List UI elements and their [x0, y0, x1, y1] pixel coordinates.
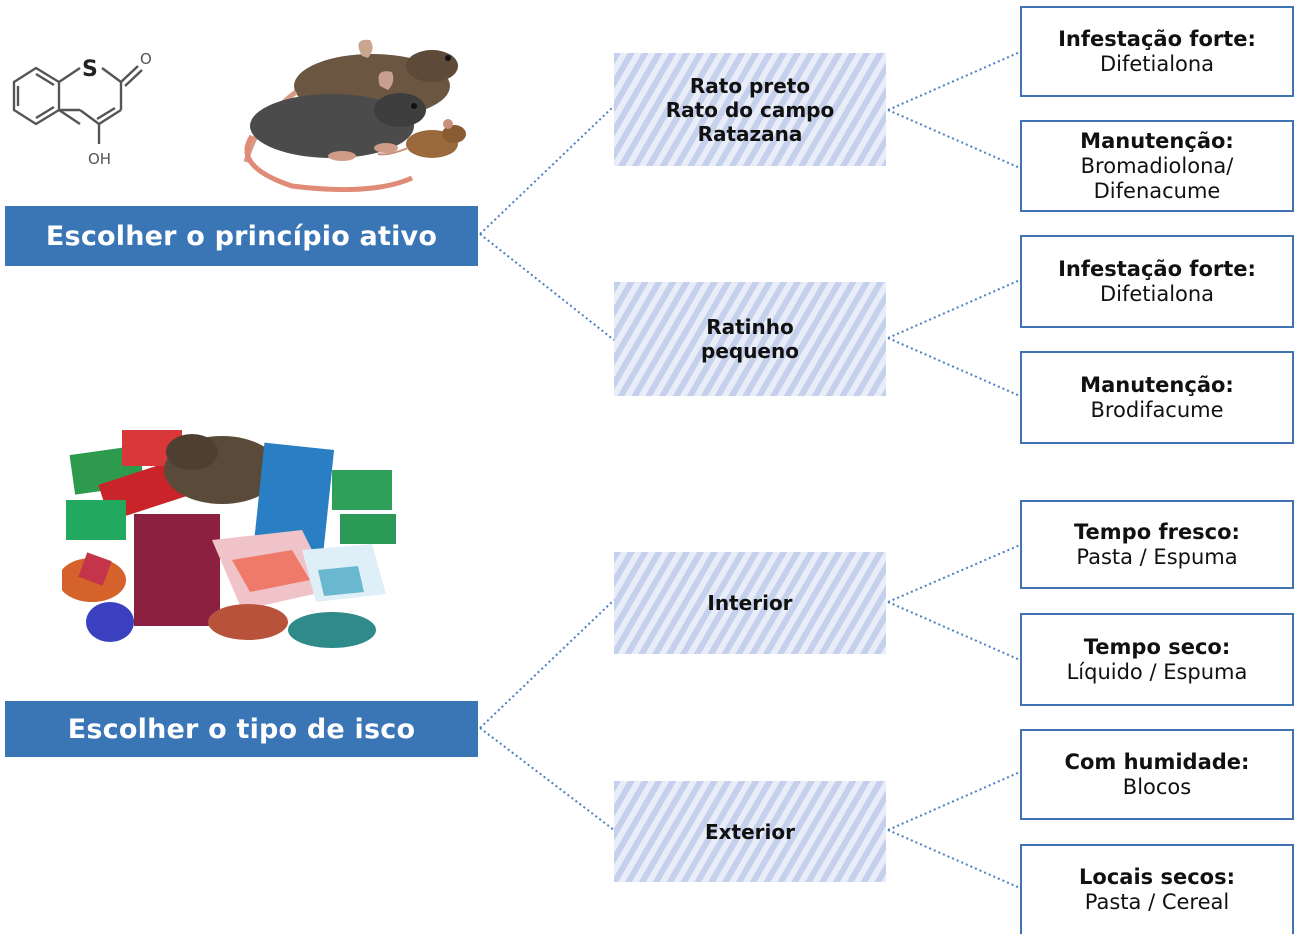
connector — [887, 109, 1021, 169]
result-value: Difenacume — [1093, 178, 1221, 203]
bait-products-photo — [62, 430, 396, 648]
section-title-active-ingredient: Escolher o princípio ativo — [5, 206, 478, 266]
result-box: Infestação forte: Difetialona — [1020, 6, 1294, 97]
rats-photo — [243, 39, 466, 192]
result-value: Pasta / Cereal — [1084, 890, 1230, 914]
result-title: Tempo fresco: — [1074, 519, 1240, 544]
connector — [887, 51, 1021, 111]
group-box-rat-species: Rato preto Rato do campo Ratazana — [614, 53, 886, 166]
connector — [479, 105, 615, 235]
result-value: Brodifacume — [1090, 397, 1224, 422]
result-title: Locais secos: — [1079, 865, 1235, 889]
result-title: Tempo seco: — [1083, 634, 1231, 659]
result-title: Manutenção: — [1080, 128, 1234, 153]
group-label-line: Exterior — [704, 819, 795, 844]
hydroxyl-group-label: OH — [88, 150, 111, 168]
result-value: Bromadiolona/ — [1080, 153, 1234, 178]
connector — [887, 771, 1021, 831]
result-title: Manutenção: — [1080, 372, 1234, 397]
result-value: Blocos — [1122, 774, 1192, 799]
result-box: Infestação forte: Difetialona — [1020, 235, 1294, 328]
oxygen-atom-label: O — [140, 50, 152, 68]
group-label-line: Ratazana — [697, 121, 803, 146]
group-label-line: Interior — [707, 591, 793, 615]
connector — [479, 599, 615, 729]
result-box: Com humidade: Blocos — [1020, 729, 1294, 820]
chemical-structure-image: S O OH — [12, 50, 152, 168]
connector — [887, 601, 1021, 661]
connector — [887, 337, 1021, 397]
group-label-line: pequeno — [701, 339, 799, 363]
group-box-small-mouse: Ratinho pequeno — [614, 282, 886, 396]
connector — [887, 829, 1021, 889]
result-box: Manutenção: Bromadiolona/ Difenacume — [1020, 120, 1294, 212]
result-box: Manutenção: Brodifacume — [1020, 351, 1294, 444]
result-value: Difetialona — [1099, 51, 1215, 76]
result-value: Líquido / Espuma — [1066, 659, 1248, 684]
section-title-bait-type: Escolher o tipo de isco — [5, 701, 478, 757]
result-title: Com humidade: — [1064, 749, 1250, 774]
connector — [479, 233, 615, 341]
result-title: Infestação forte: — [1058, 256, 1256, 281]
result-title: Infestação forte: — [1058, 26, 1256, 51]
group-box-interior: Interior — [614, 552, 886, 654]
group-label-line: Rato do campo — [665, 97, 835, 122]
connector — [887, 279, 1021, 339]
group-box-exterior: Exterior — [614, 781, 886, 882]
sulfur-atom-label: S — [82, 57, 98, 82]
result-box: Tempo seco: Líquido / Espuma — [1020, 613, 1294, 706]
connector — [887, 544, 1021, 603]
group-label-line: Ratinho — [706, 315, 794, 339]
result-value: Pasta / Espuma — [1076, 544, 1238, 569]
connector — [479, 727, 615, 831]
result-box: Tempo fresco: Pasta / Espuma — [1020, 500, 1294, 589]
group-label-line: Rato preto — [689, 73, 811, 98]
result-value: Difetialona — [1099, 281, 1215, 306]
result-box: Locais secos: Pasta / Cereal — [1020, 844, 1294, 934]
